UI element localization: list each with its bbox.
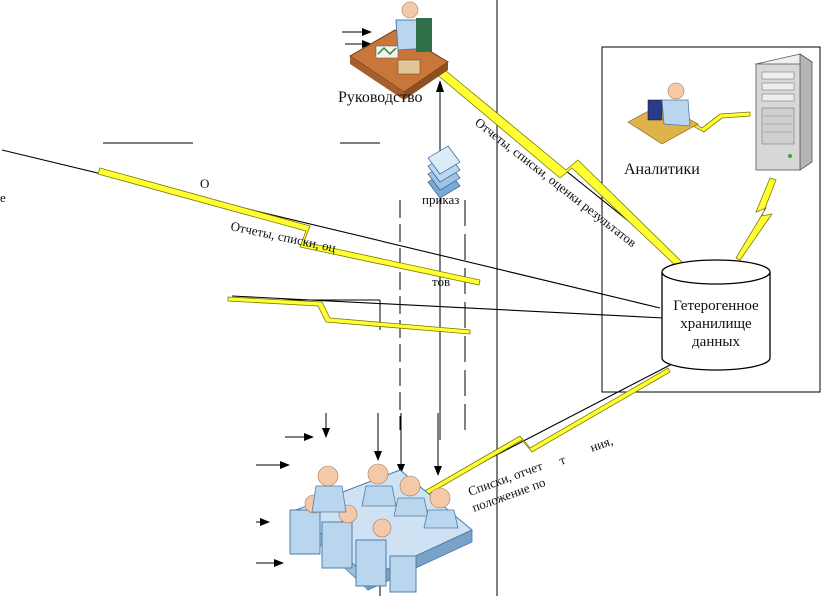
manager-at-desk-icon (349, 1, 449, 100)
lightning-bolt-analyst (685, 111, 751, 133)
mid-left-fragment: О (200, 176, 209, 191)
storage-label-line3: данных (692, 334, 740, 350)
link-mid-to-storage (231, 295, 665, 319)
reports-mid-tail-label: тов (432, 274, 450, 289)
server-tower-icon (755, 53, 813, 171)
analyst-at-computer-icon (627, 82, 699, 145)
arrow-to-manager-head (436, 80, 444, 92)
manager-input-arrow-2-head (362, 40, 372, 48)
manager-label: Руководство (338, 89, 423, 106)
database-cylinder-icon (661, 259, 771, 371)
meeting-table-icon (289, 463, 473, 593)
document-stack-icon (427, 145, 461, 199)
lists-bottom-label-b: т (557, 452, 568, 468)
lightning-bolt-meeting (403, 367, 671, 508)
analysts-label: Аналитики (624, 161, 700, 178)
order-label: приказ (422, 192, 459, 207)
manager-input-arrow-1-head (362, 28, 372, 36)
analysts-panel-frame (601, 46, 821, 393)
left-edge-fragment: е (0, 190, 6, 205)
storage-label-line2: хранилище (680, 316, 752, 332)
lists-bottom-label-c: ния, (588, 433, 615, 455)
lightning-bolt-server (735, 177, 777, 261)
storage-label-line1: Гетерогенное (673, 298, 759, 314)
lightning-bolt-mid (227, 296, 471, 335)
lightning-bolt-left (97, 167, 481, 286)
